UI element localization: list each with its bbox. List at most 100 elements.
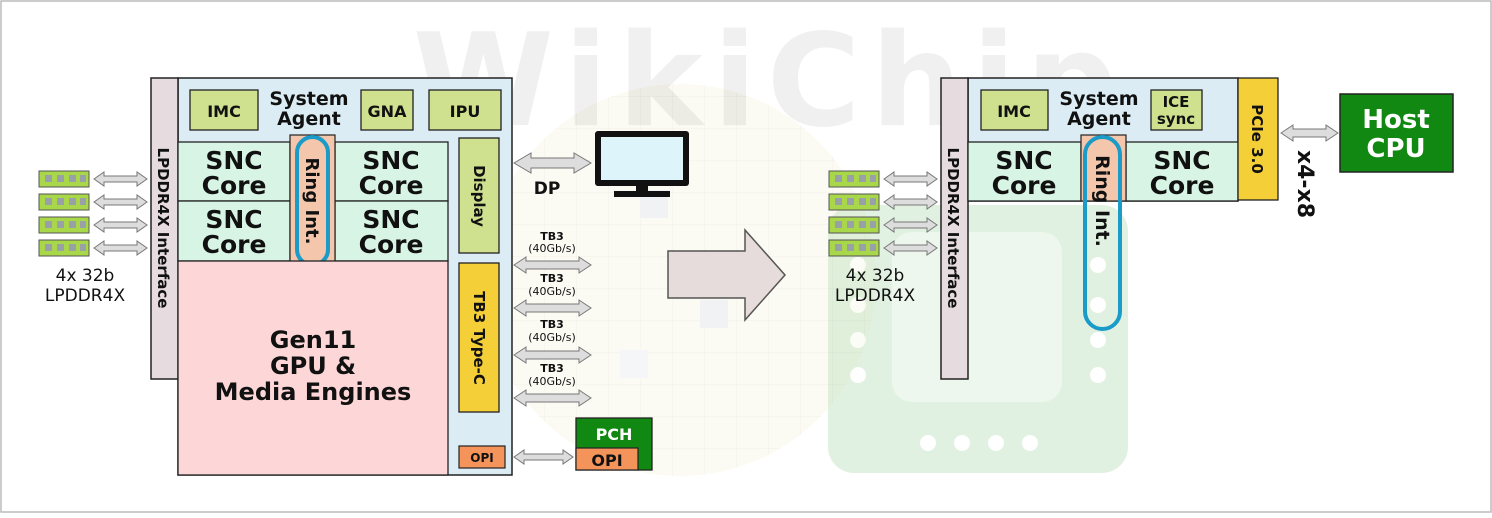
left-display-block xyxy=(458,137,500,254)
transition-arrow xyxy=(667,228,787,322)
tb3-link-2-line1: TB3 xyxy=(540,272,564,285)
pcie-width-label: x4-x8 xyxy=(1292,150,1317,218)
right-memory-caption-line2: LPDDR4X xyxy=(835,286,916,306)
left-core-bottom-left-line2: Core xyxy=(202,230,267,259)
left-core-bottom-left-line1: SNC xyxy=(205,205,262,234)
left-memory-interface xyxy=(150,77,179,380)
right-ring-loop xyxy=(1083,135,1122,331)
host-cpu-line1: Host xyxy=(1362,105,1430,135)
right-dimm-4 xyxy=(828,239,880,257)
right-memory-interface xyxy=(940,77,969,380)
dp-label: DP xyxy=(534,179,561,199)
right-core-left-line1: SNC xyxy=(995,146,1052,175)
left-mem-arrow-1 xyxy=(93,171,148,187)
left-ring-label: Ring Int. xyxy=(301,158,322,245)
right-ice-line1: ICE xyxy=(1163,93,1190,111)
left-imc-block xyxy=(189,89,259,131)
left-gpu-line2: GPU & xyxy=(270,352,356,380)
right-ice-line2: sync xyxy=(1157,110,1195,128)
left-display-label: Display xyxy=(470,165,488,227)
left-gpu-block xyxy=(177,260,449,476)
pch-opi-label: OPI xyxy=(591,451,622,470)
left-memory-caption-line1: 4x 32b xyxy=(56,266,115,286)
left-dimm-3 xyxy=(38,216,90,234)
right-mem-arrow-4 xyxy=(883,240,938,256)
right-core-left xyxy=(967,141,1082,202)
left-system-agent-line2: Agent xyxy=(277,108,341,130)
right-ice-block xyxy=(1150,89,1203,131)
left-tb3-block xyxy=(458,262,500,413)
right-system-agent-line1: System xyxy=(1059,88,1138,110)
right-memory-interface-label: LPDDR4X Interface xyxy=(944,148,962,309)
left-tb3-label: TB3 Type-C xyxy=(470,291,488,385)
tb3-link-2-line2: (40Gb/s) xyxy=(528,285,576,298)
left-memory-caption-line2: LPDDR4X xyxy=(45,286,126,306)
right-dimm-3 xyxy=(828,216,880,234)
left-core-top-right-line1: SNC xyxy=(362,146,419,175)
left-imc-label: IMC xyxy=(207,102,241,121)
left-core-bottom-right-line1: SNC xyxy=(362,205,419,234)
left-opi-block xyxy=(458,445,506,469)
right-pcie-label: PCIe 3.0 xyxy=(1248,104,1266,174)
right-ring-label: Ring Int. xyxy=(1091,155,1113,247)
right-system-agent-line2: Agent xyxy=(1067,108,1131,130)
left-core-top-left-line1: SNC xyxy=(205,146,262,175)
right-core-right xyxy=(1125,141,1239,202)
right-mem-arrow-3 xyxy=(883,217,938,233)
tb3-link-3-line1: TB3 xyxy=(540,318,564,331)
host-cpu-block xyxy=(1339,93,1454,173)
left-opi-label: OPI xyxy=(470,451,493,465)
tb3-arrow-3 xyxy=(513,346,592,364)
opi-arrow xyxy=(513,449,574,465)
left-ipu-block xyxy=(428,89,502,131)
left-core-top-right-line2: Core xyxy=(359,171,424,200)
right-imc-block xyxy=(980,89,1049,131)
tb3-link-1-line1: TB3 xyxy=(540,230,564,243)
package-background xyxy=(828,205,1128,473)
host-link: x4-x8 Host CPU xyxy=(1280,93,1454,218)
left-core-bottom-right xyxy=(334,200,449,262)
right-dimm-2 xyxy=(828,193,880,211)
right-dimm-1 xyxy=(828,170,880,188)
right-core-right-line2: Core xyxy=(1150,171,1215,200)
tb3-link-1-line2: (40Gb/s) xyxy=(528,242,576,255)
left-die: LPDDR4X Interface IMC System Agent GNA I… xyxy=(150,77,513,476)
right-core-right-line1: SNC xyxy=(1153,146,1210,175)
right-core-left-line2: Core xyxy=(992,171,1057,200)
tb3-link-3-line2: (40Gb/s) xyxy=(528,331,576,344)
left-dimm-1 xyxy=(38,170,90,188)
left-dimm-4 xyxy=(38,239,90,257)
tb3-arrow-1 xyxy=(513,256,592,274)
tb3-link-2: TB3 (40Gb/s) xyxy=(513,272,592,317)
right-pcie-block xyxy=(1237,77,1279,201)
pch-link: PCH OPI xyxy=(513,417,653,471)
left-mem-arrow-2 xyxy=(93,194,148,210)
left-core-top-left-line2: Core xyxy=(202,171,267,200)
left-memory-interface-label: LPDDR4X Interface xyxy=(154,148,172,309)
right-imc-label: IMC xyxy=(997,102,1031,121)
pch-label: PCH xyxy=(596,425,633,444)
right-mem-arrow-2 xyxy=(883,194,938,210)
dp-arrow xyxy=(513,152,592,174)
host-cpu-line2: CPU xyxy=(1366,134,1425,164)
left-dimm-2 xyxy=(38,193,90,211)
tb3-link-1: TB3 (40Gb/s) xyxy=(513,230,592,274)
left-mem-arrow-4 xyxy=(93,240,148,256)
pch-opi-block xyxy=(575,447,639,471)
tb3-link-4: TB3 (40Gb/s) xyxy=(513,362,592,407)
left-gpu-line1: Gen11 xyxy=(270,326,356,354)
left-core-top-right xyxy=(334,141,449,202)
left-gpu-line3: Media Engines xyxy=(215,378,412,406)
left-mem-arrow-3 xyxy=(93,217,148,233)
right-mem-arrow-1 xyxy=(883,171,938,187)
left-gna-block xyxy=(360,89,414,131)
tb3-links: TB3 (40Gb/s) TB3 (40Gb/s) TB3 (40Gb/s) T… xyxy=(513,230,592,407)
right-memory-modules: 4x 32b LPDDR4X xyxy=(828,170,938,306)
right-die: LPDDR4X Interface IMC System Agent ICE s… xyxy=(940,77,1279,380)
tb3-arrow-2 xyxy=(513,299,592,317)
left-core-bottom-right-line2: Core xyxy=(359,230,424,259)
tb3-link-3: TB3 (40Gb/s) xyxy=(513,318,592,364)
tb3-link-4-line1: TB3 xyxy=(540,362,564,375)
